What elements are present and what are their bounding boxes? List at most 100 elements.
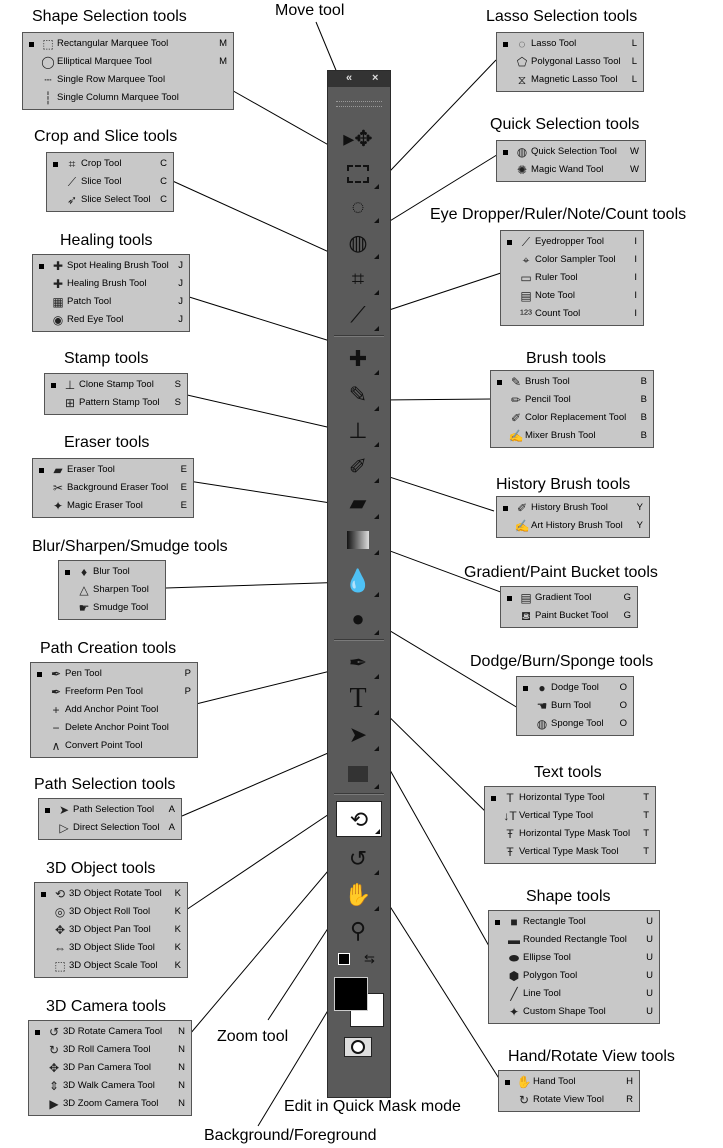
crop-tool-button[interactable]: ⌗ — [336, 261, 380, 297]
type-tool-button[interactable]: T — [336, 681, 380, 717]
hand-tool-button[interactable]: ✋ — [336, 877, 380, 913]
menu-item[interactable]: −Delete Anchor Point Tool — [35, 719, 193, 737]
blur-tool-button[interactable]: 💧 — [336, 563, 380, 599]
pen-tool-button[interactable]: ✒ — [336, 645, 380, 681]
quick-mask-button[interactable] — [344, 1037, 372, 1057]
double-chevron-left-icon[interactable]: « — [346, 72, 353, 84]
menu-item[interactable]: ∧Convert Point Tool — [35, 737, 193, 755]
menu-item[interactable]: ┆Single Column Marquee Tool — [27, 89, 229, 107]
swap-colors-icon[interactable]: ⇆ — [364, 951, 375, 966]
panel-header[interactable]: « × — [328, 71, 390, 87]
active-bullet — [35, 1030, 40, 1035]
menu-item[interactable]: ♦Blur Tool — [63, 563, 161, 581]
eyedropper-tool-button[interactable]: ⟋ — [336, 297, 380, 333]
menu-item[interactable]: ☛Smudge Tool — [63, 599, 161, 617]
default-colors-icon[interactable] — [338, 953, 350, 965]
zoom-tool-button[interactable]: ⚲ — [336, 913, 380, 949]
menu-item[interactable]: ┄Single Row Marquee Tool — [27, 71, 229, 89]
grip-handle[interactable] — [336, 101, 382, 107]
close-icon[interactable]: × — [372, 72, 379, 84]
gradient-tool-button[interactable] — [336, 521, 380, 557]
eraser-tool-button[interactable]: ▰ — [336, 485, 380, 521]
dodge-tool-button[interactable]: ● — [336, 601, 380, 637]
3d-object-tool-button[interactable]: ⟲ — [336, 801, 382, 837]
brush-tool-button[interactable]: ✎ — [336, 377, 380, 413]
menu-item[interactable]: △Sharpen Tool — [63, 581, 161, 599]
move-tool-button[interactable]: ▸✥ — [336, 121, 380, 157]
path-selection-tool-button[interactable]: ➤ — [336, 717, 380, 753]
menu-item[interactable]: +Add Anchor Point Tool — [35, 701, 193, 719]
quick-selection-tool-button[interactable]: ◍ — [336, 225, 380, 261]
foreground-color-swatch[interactable] — [334, 977, 368, 1011]
3d-camera-tool-button[interactable]: ↺ — [336, 841, 380, 877]
history-brush-tool-button[interactable]: ✐ — [336, 449, 380, 485]
lasso-tool-button[interactable]: ◌ — [336, 189, 380, 225]
shape-tool-button[interactable] — [336, 755, 380, 791]
marquee-tool-button[interactable] — [336, 155, 380, 191]
stamp-tool-button[interactable]: ⊥ — [336, 413, 380, 449]
healing-tool-button[interactable]: ✚ — [336, 341, 380, 377]
